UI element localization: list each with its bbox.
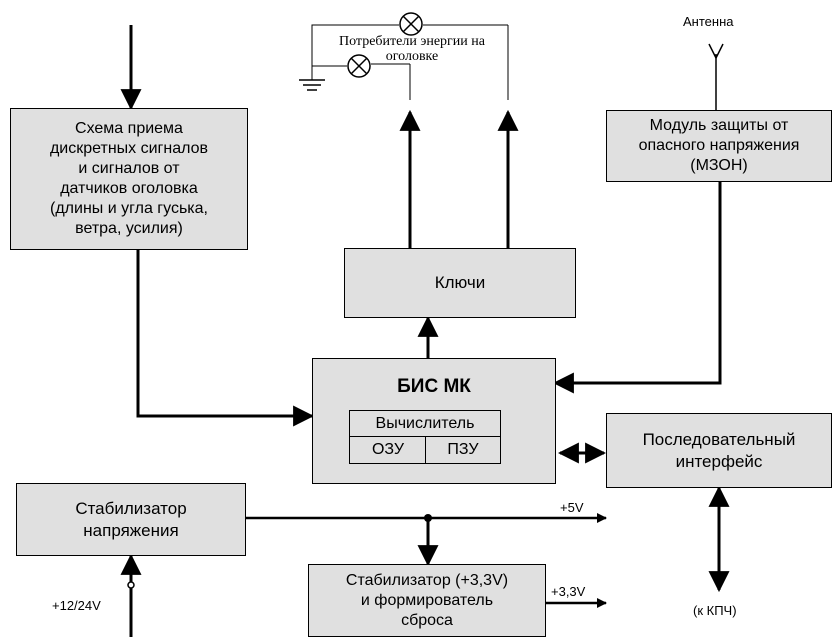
rom-cell: ПЗУ [425,436,501,464]
switches-block: Ключи [344,248,576,318]
ground-icon [299,66,325,91]
plus5v-label: +5V [560,500,584,515]
antenna-label: Антенна [683,14,734,29]
protection-to-mcu-line [552,182,722,394]
calculator-cell: Вычислитель [349,410,501,438]
power-input-label: +12/24V [52,598,101,613]
to-kpch-label: (к КПЧ) [693,603,737,618]
stabilizer-33-block: Стабилизатор (+3,3V) и формирователь сбр… [308,564,546,637]
serial-interface-block: Последовательный интерфейс [606,413,832,488]
protection-module-block: Модуль защиты от опасного напряжения (МЗ… [606,110,832,182]
mcu-title: БИС МК [397,376,471,397]
voltage-stabilizer-block: Стабилизатор напряжения [16,483,246,556]
consumers-label: Потребители энергии на оголовке [338,34,485,64]
plus33v-label: +3,3V [551,584,586,599]
lamp-icon [399,12,423,36]
consumer-wire-top-left [311,24,399,66]
ram-cell: ОЗУ [349,436,427,464]
receiver-to-mcu-line [136,248,315,427]
signal-receiver-block: Схема приема дискретных сигналов и сигна… [10,108,248,250]
power-input-dot [127,581,135,589]
antenna-icon [708,43,724,110]
lamp-icon [347,54,371,78]
mcu-block: БИС МК Вычислитель ОЗУ ПЗУ [312,358,556,484]
